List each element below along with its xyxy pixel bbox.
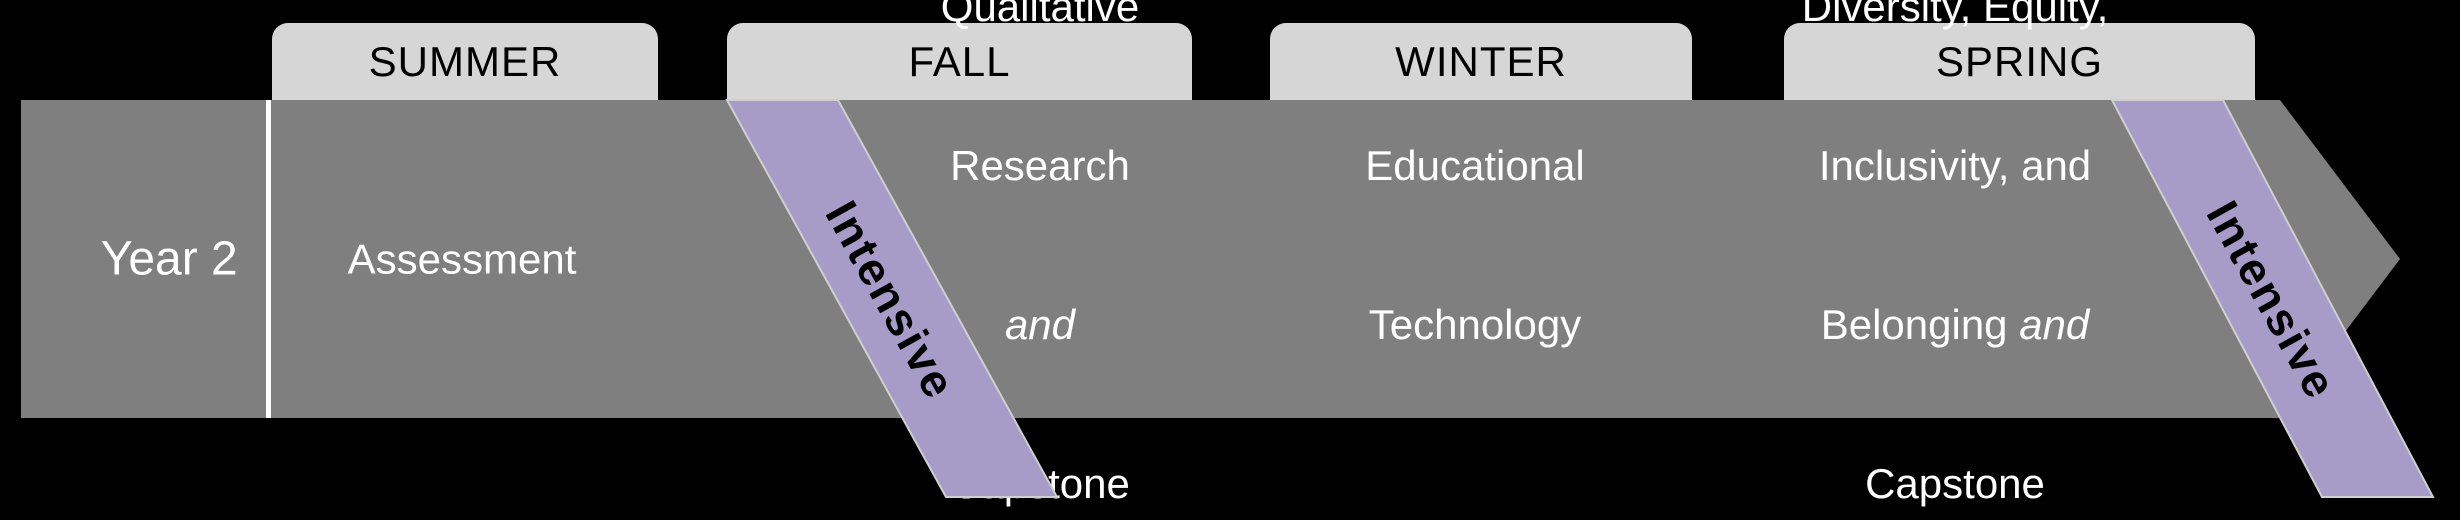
course-line: Capstone	[1865, 460, 2045, 507]
row-label-text: Year 2	[100, 232, 238, 286]
tab-winter: WINTER	[1270, 23, 1692, 100]
year-label-divider	[266, 100, 271, 418]
course-line: Assessment	[347, 235, 577, 283]
intensive-ribbon-spring	[2110, 99, 2435, 498]
tab-fall: FALL	[727, 23, 1192, 100]
course-winter: Educational Technology	[1365, 33, 1585, 457]
tab-summer-label: SUMMER	[368, 37, 562, 85]
course-line: and	[1004, 301, 1076, 348]
tab-spring: SPRING	[1784, 23, 2255, 100]
course-line: Technology	[1368, 301, 1582, 348]
tab-winter-label: WINTER	[1395, 37, 1567, 85]
course-line: Belonging and	[1820, 301, 2090, 348]
timeline-band	[21, 100, 2280, 418]
course-line: Inclusivity, and	[1818, 142, 2092, 189]
course-line: Qualitative	[940, 0, 1140, 30]
course-line: Diversity, Equity,	[1801, 0, 2109, 30]
course-line: Research	[950, 142, 1130, 189]
row-label-year2: Year 2	[48, 180, 238, 339]
tab-spring-label: SPRING	[1935, 37, 2104, 85]
tab-summer: SUMMER	[272, 23, 658, 100]
intensive-ribbon-fall	[725, 99, 1059, 498]
course-spring: Diversity, Equity, Inclusivity, and Belo…	[1802, 0, 2109, 520]
course-summer: Assessment	[348, 127, 577, 392]
course-line: Educational	[1365, 142, 1585, 189]
tab-fall-label: FALL	[908, 37, 1011, 85]
